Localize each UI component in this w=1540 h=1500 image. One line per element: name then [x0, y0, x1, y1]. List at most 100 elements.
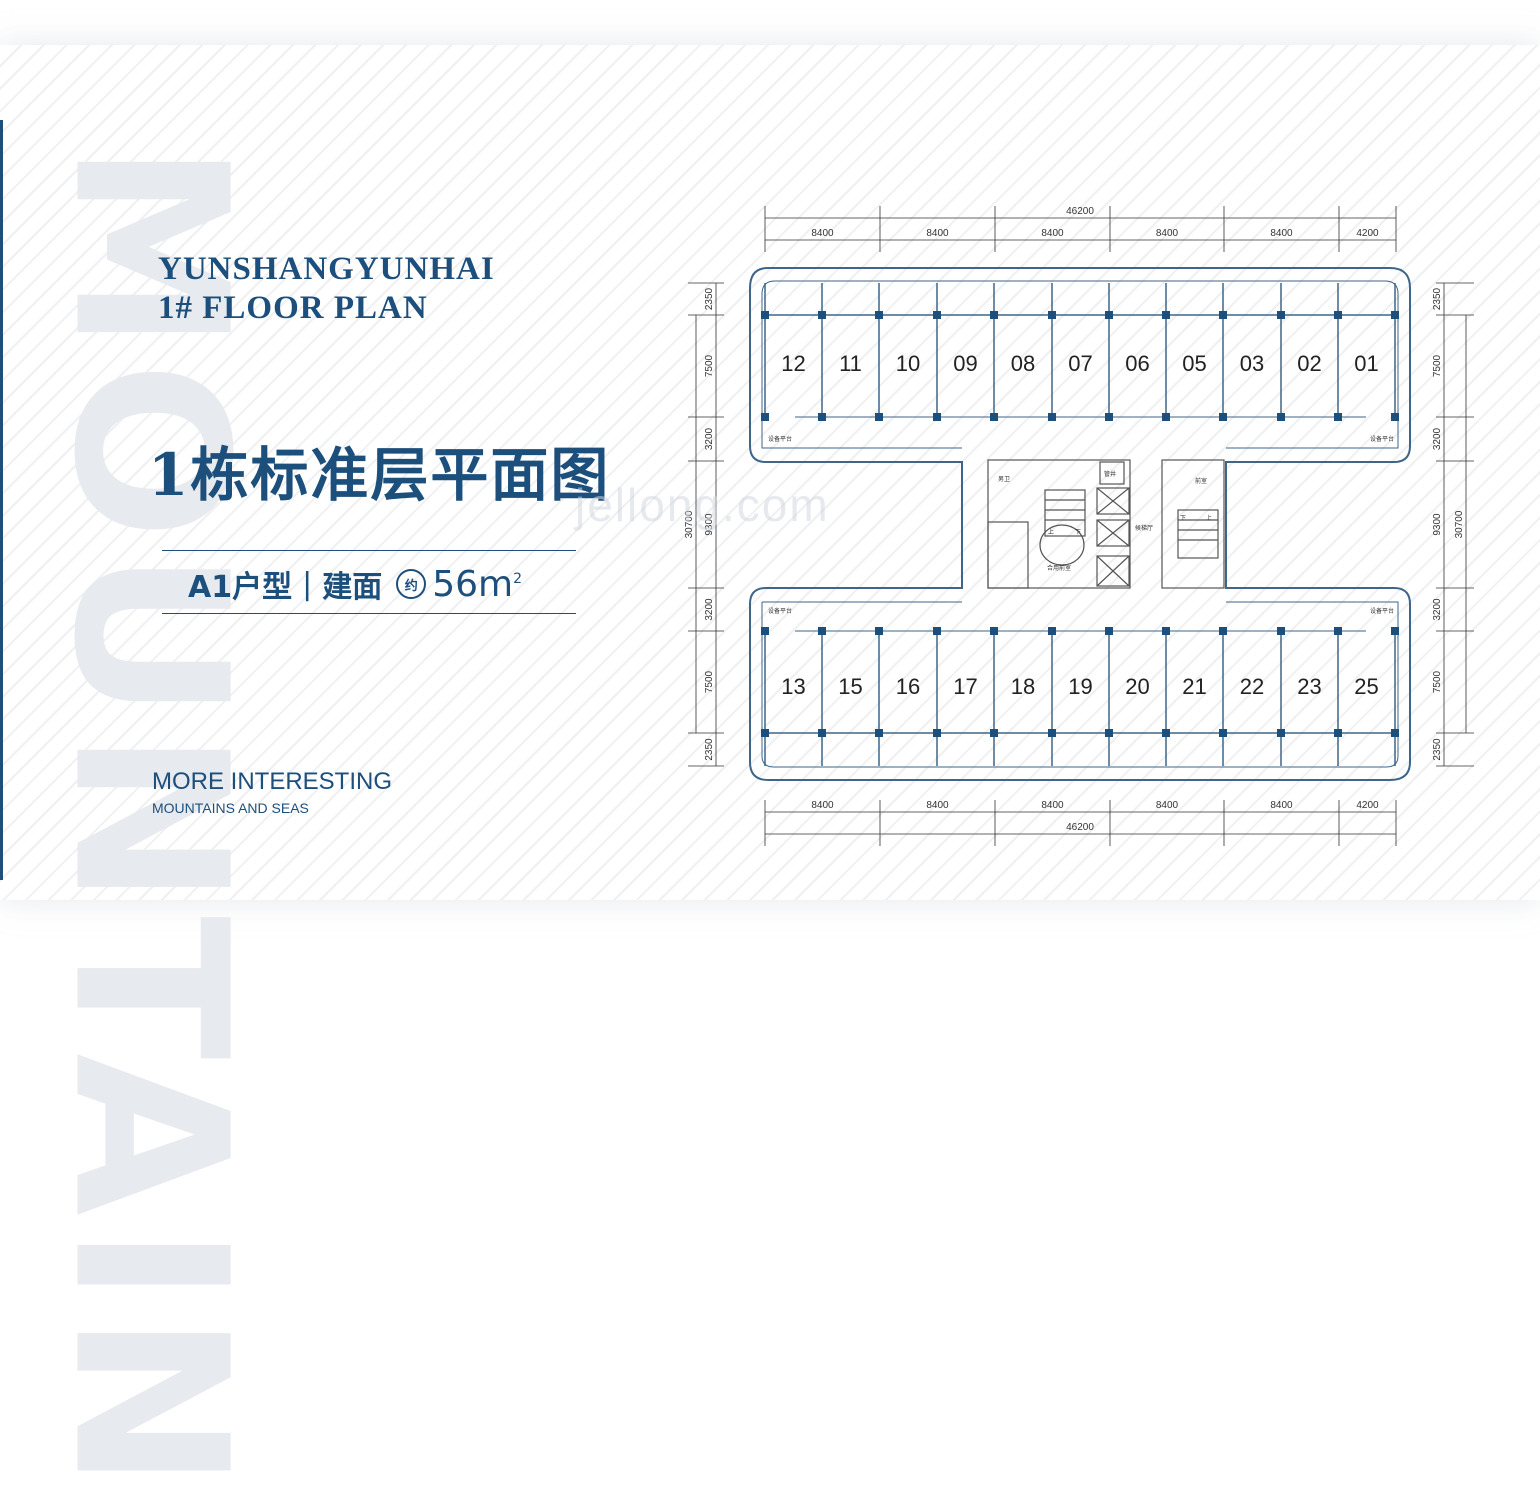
column [761, 413, 769, 421]
dimension-label: 4200 [1356, 800, 1379, 811]
column [761, 311, 769, 319]
building-outline [749, 267, 1411, 781]
column [933, 627, 941, 635]
rule-bottom [162, 613, 576, 614]
unit-label-top: 01 [1354, 351, 1378, 376]
shaft-box [1099, 461, 1125, 485]
column [990, 729, 998, 737]
column [990, 311, 998, 319]
unit-label-top: 08 [1011, 351, 1035, 376]
column [1277, 729, 1285, 737]
unit-label-bottom: 16 [896, 674, 920, 699]
column [990, 627, 998, 635]
unit-label-bottom: 17 [953, 674, 977, 699]
area-label: 建面 [322, 570, 383, 605]
site-watermark: jellong.com [575, 479, 830, 531]
unit-label-top: 09 [953, 351, 977, 376]
dimension-label: 3200 [704, 427, 715, 450]
column [875, 311, 883, 319]
label-equipment-tl: 设备平台 [768, 435, 792, 443]
column [933, 413, 941, 421]
dimension-label: 2350 [1432, 738, 1443, 761]
label-equipment-br: 设备平台 [1370, 607, 1394, 615]
column [1219, 311, 1227, 319]
unit-label-top: 11 [839, 351, 862, 376]
column [818, 729, 826, 737]
column [1162, 729, 1170, 737]
dimension-label: 8400 [926, 800, 949, 811]
column [1334, 413, 1342, 421]
label-equipment-tr: 设备平台 [1370, 435, 1394, 443]
column [1391, 729, 1399, 737]
dimension-label: 8400 [1270, 228, 1293, 239]
column [1048, 413, 1056, 421]
left-accent-bar [0, 120, 3, 880]
column [1219, 413, 1227, 421]
stair-left [1044, 489, 1086, 537]
dimension-label: 2350 [704, 738, 715, 761]
unit-separator: | [302, 566, 313, 602]
unit-label-bottom: 15 [838, 674, 862, 699]
unit-label-bottom: 13 [781, 674, 805, 699]
area-value: 56m2 [432, 563, 523, 605]
column [1105, 627, 1113, 635]
unit-label-top: 02 [1297, 351, 1321, 376]
column [1391, 413, 1399, 421]
column [1277, 627, 1285, 635]
elevator-2 [1096, 519, 1130, 547]
column [1277, 311, 1285, 319]
dimension-label: 8400 [1041, 800, 1064, 811]
column [1048, 729, 1056, 737]
core-right-block [1161, 459, 1225, 589]
dimension-label: 8400 [811, 800, 834, 811]
column [818, 413, 826, 421]
slogan-line-2: MOUNTAINS AND SEAS [152, 800, 309, 816]
dimension-label: 9300 [704, 513, 715, 536]
rule-top [162, 550, 576, 551]
dimension-label: 7500 [1432, 670, 1443, 693]
column [1219, 627, 1227, 635]
dimension-label: 2350 [1432, 287, 1443, 310]
title-line-1: YUNSHANGYUNHAI [158, 251, 495, 287]
unit-label-bottom: 20 [1125, 674, 1149, 699]
slogan-line-1: MORE INTERESTING [152, 768, 393, 795]
label-down-left: 下 [1075, 529, 1081, 536]
unit-label-top: 03 [1240, 351, 1264, 376]
unit-info-row: A1户型 | 建面 约 56m2 [188, 562, 522, 606]
column [1391, 311, 1399, 319]
total-width-label: 46200 [1066, 822, 1094, 833]
column [1334, 311, 1342, 319]
unit-label-bottom: 25 [1354, 674, 1378, 699]
column [933, 311, 941, 319]
column [1105, 729, 1113, 737]
dimension-label: 9300 [1432, 513, 1443, 536]
dimension-label: 8400 [1041, 228, 1064, 239]
dimension-label: 3200 [1432, 427, 1443, 450]
column [1048, 627, 1056, 635]
unit-label-top: 05 [1182, 351, 1206, 376]
total-depth-label: 30700 [1454, 510, 1465, 538]
label-elevator-hall: 候梯厅 [1135, 524, 1153, 532]
label-shaft: 管井 [1104, 470, 1116, 478]
title-line-2: 1# FLOOR PLAN [158, 290, 428, 326]
column [933, 729, 941, 737]
approx-badge: 约 [396, 569, 427, 599]
stair-right [1177, 509, 1219, 559]
total-width-label: 46200 [1066, 206, 1094, 217]
dimension-label: 7500 [1432, 354, 1443, 377]
column [875, 413, 883, 421]
elevator-3 [1096, 555, 1130, 587]
background-panel [0, 45, 1540, 900]
label-front-room: 前室 [1195, 477, 1207, 485]
elevator-1 [1096, 487, 1130, 515]
lobby-circle [1039, 524, 1085, 566]
label-lobby: 合用前室 [1047, 564, 1071, 572]
core-area [987, 459, 1225, 589]
column [1105, 311, 1113, 319]
dimension-label: 8400 [1270, 800, 1293, 811]
restroom-block [987, 521, 1029, 589]
label-up-left: 上 [1048, 528, 1054, 536]
english-title: YUNSHANGYUNHAI 1# FLOOR PLAN [158, 250, 495, 328]
dimension-label: 7500 [704, 354, 715, 377]
